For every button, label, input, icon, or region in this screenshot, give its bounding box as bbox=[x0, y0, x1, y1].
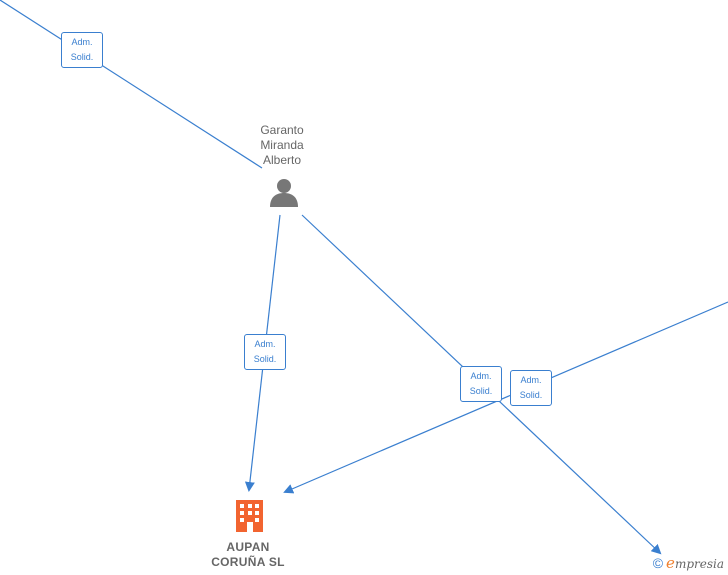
edge-badge-right-company[interactable]: Adm. Solid. bbox=[510, 370, 552, 406]
edge-badge-role: Adm. bbox=[470, 371, 492, 381]
edge-badge-type: Solid. bbox=[253, 354, 277, 364]
edge-badge-role: Adm. bbox=[520, 375, 542, 385]
edge-line-top-left bbox=[0, 0, 263, 169]
company-name-line-1: AUPAN bbox=[226, 540, 270, 554]
brand-name: mpresia bbox=[674, 557, 724, 571]
company-name-label[interactable]: AUPAN CORUÑA SL bbox=[196, 540, 300, 570]
building-icon[interactable] bbox=[236, 500, 263, 532]
copyright-icon: © bbox=[652, 555, 664, 571]
edge-badge-role: Adm. bbox=[254, 339, 276, 349]
person-name-label[interactable]: Garanto Miranda Alberto bbox=[260, 123, 304, 167]
edge-badge-person-company[interactable]: Adm. Solid. bbox=[244, 334, 286, 370]
edge-badge-person-bottom-right[interactable]: Adm. Solid. bbox=[460, 366, 502, 402]
edge-line-right-to-company bbox=[283, 301, 728, 494]
edge-badge-type: Solid. bbox=[469, 386, 493, 396]
person-icon[interactable] bbox=[270, 179, 298, 207]
brand-initial: e bbox=[666, 554, 675, 572]
edge-badge-top-left[interactable]: Adm. Solid. bbox=[61, 32, 103, 68]
edge-badge-type: Solid. bbox=[519, 390, 543, 400]
brand-logo: ©empresia bbox=[653, 554, 724, 572]
company-name-line-2: CORUÑA SL bbox=[211, 555, 285, 569]
edge-badge-type: Solid. bbox=[70, 52, 94, 62]
edge-badge-role: Adm. bbox=[71, 37, 93, 47]
